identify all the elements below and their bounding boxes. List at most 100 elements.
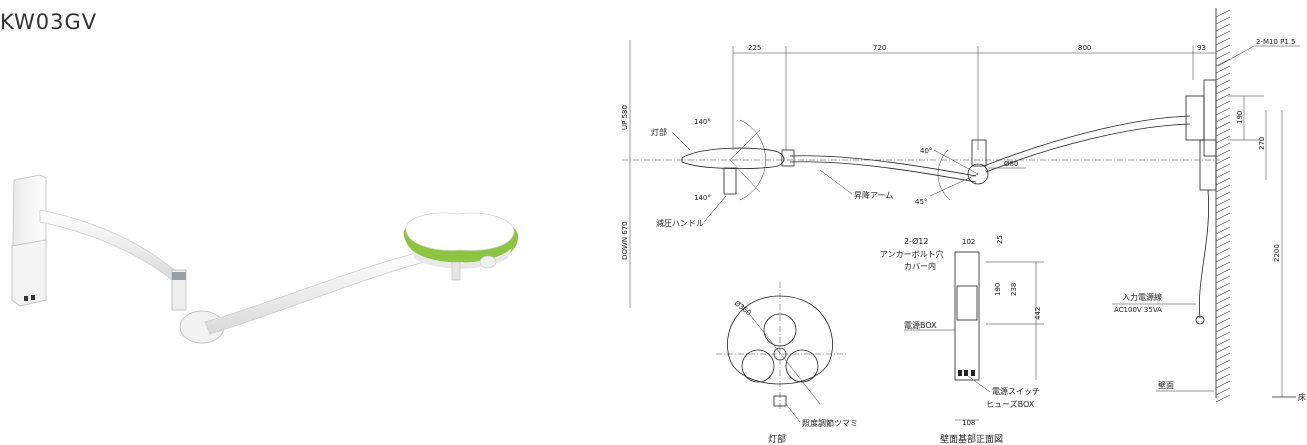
upper-arm-line — [983, 115, 1191, 167]
hatch-line — [1215, 261, 1231, 270]
dia-360: Ø360 — [733, 299, 753, 317]
angle-40: 40° — [920, 147, 932, 155]
dim-442: 442 — [1034, 307, 1042, 320]
dim-up: UP 580 — [621, 105, 629, 130]
hatch-line — [1215, 156, 1231, 165]
arm-collar — [172, 272, 186, 280]
hatch-line — [1215, 317, 1231, 326]
dim-238: 238 — [1010, 283, 1018, 296]
angle-45: 45° — [915, 198, 927, 206]
hatch-line — [1215, 121, 1231, 130]
hatch-line — [1215, 289, 1231, 298]
switch-2 — [31, 295, 35, 300]
hatch-line — [1215, 205, 1231, 214]
hatch-line — [1215, 310, 1231, 319]
hatch-line — [1215, 30, 1231, 39]
hatch-line — [1215, 51, 1231, 60]
angle-140-top: 140° — [694, 118, 711, 126]
hatch-line — [1215, 107, 1231, 116]
dim-25: 25 — [996, 235, 1004, 244]
wall-bracket — [1185, 95, 1205, 141]
label-power-box: 電源BOX — [904, 321, 937, 330]
dimmer-handle-render — [451, 261, 461, 281]
hatch-line — [1215, 142, 1231, 151]
hatch-line — [1215, 331, 1231, 340]
hatch-line — [1215, 366, 1231, 375]
wall-base-lower — [11, 239, 47, 307]
switch-front-3 — [971, 370, 975, 376]
dim-93: 93 — [1197, 44, 1206, 52]
hatch-line — [1215, 373, 1231, 382]
light-head-top — [405, 212, 515, 251]
dim-225: 225 — [748, 44, 761, 52]
hatch-line — [1215, 268, 1231, 277]
label-power-switch: 電源スイッチ — [992, 387, 1040, 396]
power-box-side — [1199, 139, 1217, 191]
label-floor: 床 — [1298, 392, 1306, 402]
hatch-line — [1215, 163, 1231, 172]
hatch-line — [1215, 352, 1231, 361]
caption-light-head: 灯部 — [768, 433, 786, 445]
label-fuse-box: ヒューズBOX — [986, 399, 1035, 409]
hatch-line — [1215, 345, 1231, 354]
hatch-line — [1215, 226, 1231, 235]
model-number: KW03GV — [0, 10, 98, 34]
hatch-line — [1215, 86, 1231, 95]
label-wall: 壁面 — [1158, 380, 1174, 390]
hatch-line — [1215, 303, 1231, 312]
light-head-side — [681, 147, 785, 170]
label-dimmer-handle: 減圧ハンドル — [656, 218, 704, 228]
hatch-line — [1215, 135, 1231, 144]
hatch-line — [1215, 9, 1231, 18]
wall-base-front — [954, 251, 980, 381]
light-head-top-view — [716, 282, 846, 410]
swivel-joint — [967, 163, 989, 185]
angle-140-bottom: 140° — [694, 194, 711, 202]
hatch-line — [1215, 254, 1231, 263]
hatch-line — [1215, 233, 1231, 242]
hatch-line — [1215, 324, 1231, 333]
dim-108: 108 — [962, 419, 975, 427]
label-lift-arm: 昇降アーム — [854, 190, 893, 200]
caption-wall-front: 壁面基部正面図 — [940, 433, 1003, 445]
hatch-line — [1215, 16, 1231, 25]
switch-1 — [24, 296, 28, 301]
upper-arm — [39, 209, 181, 284]
hatch-line — [1215, 23, 1231, 32]
technical-drawing: 225 720 800 93 2-M10 P1.5 UP 580 DOWN 67… — [621, 8, 1306, 445]
hatch-line — [1215, 387, 1231, 396]
hatch-line — [1215, 380, 1231, 389]
hatch-line — [1215, 170, 1231, 179]
hatch-line — [1215, 128, 1231, 137]
dim-190: 190 — [994, 283, 1002, 296]
hatch-line — [1215, 282, 1231, 291]
hatch-line — [1215, 100, 1231, 109]
hatch-line — [1215, 65, 1231, 74]
label-power-rating: AC100V 35VA — [1114, 306, 1162, 314]
hatch-line — [1215, 219, 1231, 228]
hatch-line — [1215, 191, 1231, 200]
label-power-cable: 入力電源線 — [1122, 292, 1162, 302]
hatch-line — [1215, 198, 1231, 207]
switch-front-2 — [964, 370, 968, 376]
hatch-line — [1215, 79, 1231, 88]
label-bolt-qty: 2-Ø12 — [904, 236, 928, 246]
hatch-line — [1215, 247, 1231, 256]
hatch-line — [1215, 72, 1231, 81]
hatch-line — [1215, 394, 1231, 403]
hatch-line — [1215, 359, 1231, 368]
hatch-line — [1215, 37, 1231, 46]
dim-720: 720 — [873, 44, 886, 52]
switch-front-1 — [958, 370, 962, 376]
wall-hatch — [1215, 8, 1231, 403]
hatch-line — [1215, 114, 1231, 123]
hatch-line — [1215, 240, 1231, 249]
label-knob: 照度調節ツマミ — [802, 418, 858, 428]
dim-down: DOWN 670 — [621, 221, 629, 260]
lower-arm — [204, 251, 425, 335]
lift-arm-line — [789, 155, 977, 177]
hatch-line — [1215, 275, 1231, 284]
hatch-line — [1215, 149, 1231, 158]
label-light-head: 灯部 — [651, 127, 667, 137]
hatch-line — [1215, 296, 1231, 305]
